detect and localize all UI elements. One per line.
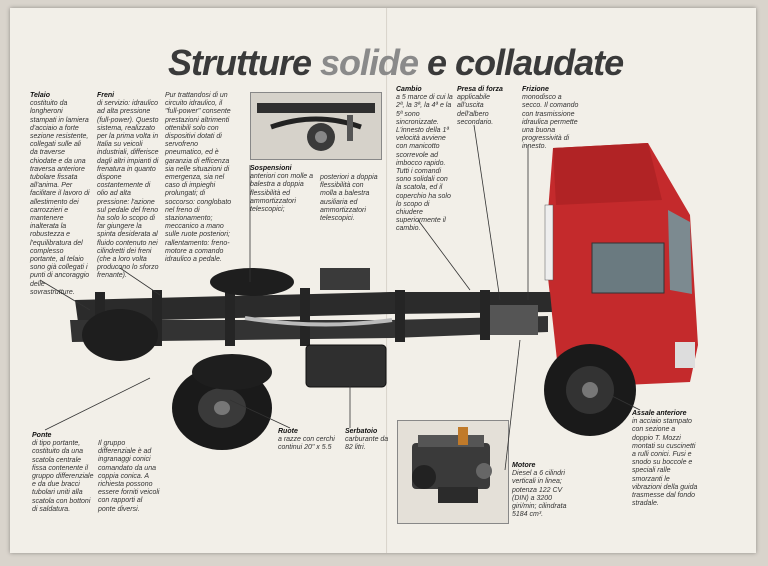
front-wheel bbox=[544, 344, 636, 436]
engine-photo bbox=[397, 420, 509, 524]
fuel-tank bbox=[305, 344, 387, 388]
caption-sospensioni-posteriori: posteriori a doppia flessibilità con mol… bbox=[320, 174, 378, 223]
page-title: Strutture solide e collaudate bbox=[168, 42, 624, 83]
caption-freni-continued: Pur trattandosi di un circuito idraulico… bbox=[165, 92, 232, 264]
rear-wheels bbox=[82, 268, 294, 450]
suspension-photo bbox=[250, 92, 382, 160]
chassis-frame bbox=[70, 268, 552, 346]
caption-differenziale: Il gruppo differenziale è ad ingranaggi … bbox=[98, 440, 160, 513]
leader-lines bbox=[39, 124, 641, 471]
truck-cab bbox=[544, 143, 698, 388]
page-fold bbox=[386, 8, 388, 553]
